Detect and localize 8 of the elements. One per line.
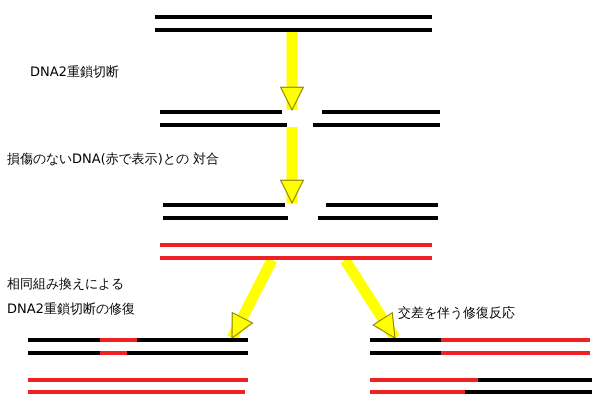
- block-arrow: [280, 127, 304, 204]
- block-arrow: [280, 32, 304, 110]
- block-arrow: [227, 257, 277, 341]
- step-caption: 損傷のないDNA(赤で表示)との 対合: [7, 151, 219, 169]
- step-caption: 交差を伴う修復反応: [398, 305, 515, 323]
- step-caption: 相同組み換えによるDNA2重鎖切断の修復: [7, 276, 136, 319]
- step-caption: DNA2重鎖切断: [30, 64, 119, 82]
- block-arrow: [340, 257, 400, 341]
